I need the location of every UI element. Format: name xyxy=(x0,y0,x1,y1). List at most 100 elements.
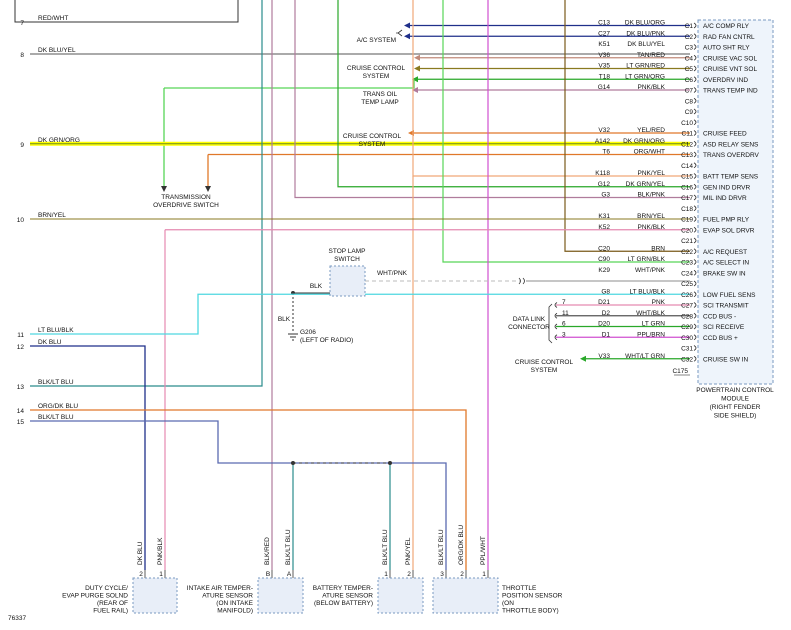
wire-c20 xyxy=(564,0,690,252)
circuit-label: V35 xyxy=(598,63,610,70)
circuit-label: K52 xyxy=(598,224,610,231)
component-wire-label: BLK/LT BLU xyxy=(382,529,389,565)
component-name: MANIFOLD) xyxy=(217,608,253,615)
dlc-pin-arc xyxy=(554,334,558,341)
circuit-label: G14 xyxy=(598,84,611,91)
pin-arc xyxy=(693,323,697,330)
circuit-label: K31 xyxy=(598,213,610,220)
pin-arc xyxy=(693,334,697,341)
arrow-head xyxy=(414,54,420,61)
wire-g12 xyxy=(337,0,690,188)
component-box xyxy=(377,577,424,614)
cavity-label: C1 xyxy=(685,23,694,30)
wire-14-org-dk-blu xyxy=(30,409,467,570)
cavity-label: C11 xyxy=(682,131,694,138)
cavity-label: C27 xyxy=(681,303,693,310)
component-name: EVAP PURGE SOLND xyxy=(62,593,128,600)
pcm-function-label: A/C SELECT IN xyxy=(703,260,749,267)
cavity-label: C20 xyxy=(681,227,693,234)
pcm-function-label: BATT TEMP SENS xyxy=(703,174,759,181)
pin-arc xyxy=(693,302,697,308)
cavity-label: C26 xyxy=(681,292,693,299)
pcm-label: SIDE SHIELD) xyxy=(714,413,757,420)
pin-arc xyxy=(693,226,697,233)
pcm-function-label: CRUISE VAC SOL xyxy=(703,55,757,62)
cavity-label: C22 xyxy=(681,249,693,256)
wire-color-label: WHT/PNK xyxy=(635,267,666,274)
pcm-function-label: RAD FAN CNTRL xyxy=(703,34,755,41)
pin-arc xyxy=(693,355,697,362)
left-wire-number: 7 xyxy=(20,20,24,27)
pcm-function-label: GEN IND DRVR xyxy=(703,184,750,191)
dlc-pin-label: 6 xyxy=(562,321,566,328)
cruise-control-label-2: CRUISE CONTROL xyxy=(343,133,402,140)
left-wire-color: RED/WHT xyxy=(38,15,68,22)
arrow-head xyxy=(412,87,418,93)
cruise-control-label-3: SYSTEM xyxy=(531,367,558,374)
stop-lamp-wire-label: WHT/PNK xyxy=(377,270,408,277)
ac-system-label: A/C SYSTEM xyxy=(357,37,396,44)
stop-lamp-switch-label: STOP LAMP xyxy=(329,248,366,255)
component-name: THROTTLE BODY) xyxy=(502,608,559,615)
component-wire-label: DK BLU xyxy=(137,541,144,565)
pcm-function-label: LOW FUEL SENS xyxy=(703,292,756,299)
trans-oil-temp-label: TRANS OIL xyxy=(363,91,398,98)
pin-arc xyxy=(693,345,697,351)
cavity-label: C2 xyxy=(685,34,694,41)
pin-arc xyxy=(693,312,697,319)
pin-arc xyxy=(693,237,697,244)
wire-color-label: DK BLU/YEL xyxy=(627,41,665,48)
left-wire-number: 9 xyxy=(20,142,24,149)
wire-color-label: PNK/YEL xyxy=(638,170,666,177)
data-link-label: CONNECTOR xyxy=(508,324,550,331)
component-name: THROTTLE xyxy=(502,585,537,592)
component-name: ATURE SENSOR xyxy=(202,593,253,600)
arrow-head xyxy=(205,186,211,192)
dlc-pin-arc xyxy=(554,302,558,308)
circuit-label: K118 xyxy=(595,170,610,177)
cavity-label: C15 xyxy=(681,174,693,181)
stop-lamp-switch-label: SWITCH xyxy=(334,256,360,263)
circuit-label: C13 xyxy=(598,20,610,27)
in-line-connector xyxy=(518,277,525,285)
cavity-label: C18 xyxy=(681,206,693,213)
cavity-label: C9 xyxy=(685,109,694,116)
pcm-function-label: BRAKE SW IN xyxy=(703,270,746,277)
pin-arc xyxy=(693,87,697,93)
pin-arc xyxy=(693,291,697,298)
component-wire-label: ORG/DK BLU xyxy=(458,525,465,565)
wire-color-label: ORG/WHT xyxy=(634,149,665,156)
arrow-head xyxy=(412,76,418,83)
arrow-head xyxy=(580,355,586,362)
dlc-pin-label: 11 xyxy=(562,310,569,317)
component-wire-label: BLK/LT BLU xyxy=(438,529,445,565)
circuit-label: D1 xyxy=(602,331,611,338)
circuit-label: D2 xyxy=(602,310,611,317)
wire-color-label: DK GRN/ORG xyxy=(623,138,665,145)
left-wire-color: BLK/LT BLU xyxy=(38,379,74,386)
data-link-label: DATA LINK xyxy=(513,316,546,323)
wire-color-label: DK BLU/ORG xyxy=(625,20,665,27)
pcm-function-label: CRUISE VNT SOL xyxy=(703,66,757,73)
wire-color-label: LT GRN/BLK xyxy=(628,256,666,263)
left-wire-color: BLK/LT BLU xyxy=(38,414,74,421)
wire-color-label: DK GRN/YEL xyxy=(626,181,666,188)
left-wire-color: DK BLU/YEL xyxy=(38,47,76,54)
cavity-label: C7 xyxy=(685,88,694,95)
pin-arc xyxy=(693,76,697,83)
cavity-label: C3 xyxy=(685,45,694,52)
component-box xyxy=(132,577,178,614)
dlc-pin-arc xyxy=(554,312,558,319)
wire-color-label: WHT/BLK xyxy=(636,310,666,317)
left-wire-number: 8 xyxy=(20,52,24,59)
component-pin: A xyxy=(287,571,292,578)
cavity-label: C32 xyxy=(681,356,693,363)
left-wire-number: 11 xyxy=(17,332,24,339)
cavity-label: C5 xyxy=(685,66,694,73)
trans-od-switch-label: OVERDRIVE SWITCH xyxy=(153,202,219,209)
pcm-function-label: FUEL PMP RLY xyxy=(703,217,750,224)
dlc-pin-label: 3 xyxy=(562,331,566,338)
stop-lamp-switch-box xyxy=(329,265,366,297)
cavity-label: C30 xyxy=(681,335,693,342)
ground-label: (LEFT OF RADIO) xyxy=(300,337,353,344)
